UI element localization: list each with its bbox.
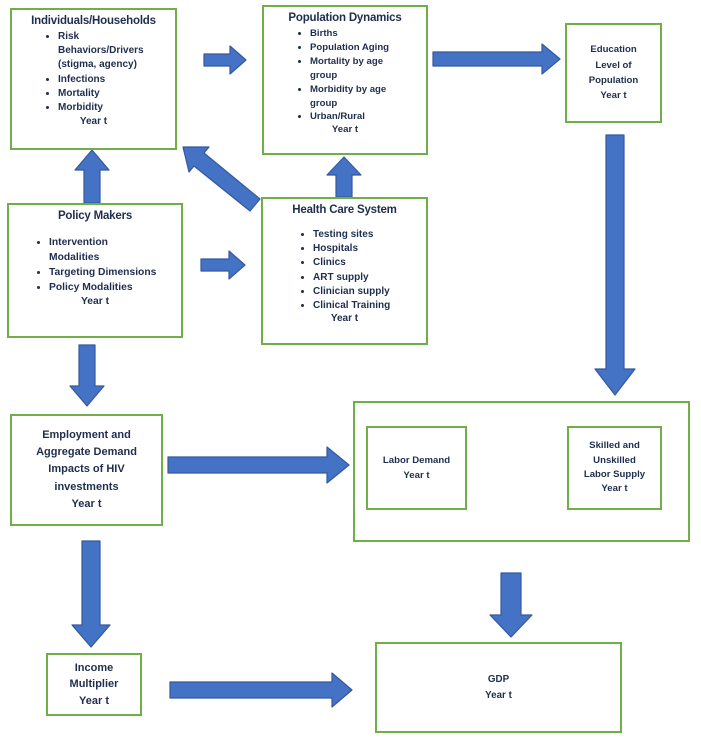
population-bullet-list: Births Population Aging Mortality by age… <box>264 27 426 124</box>
arrow-policy-to-healthcare <box>200 250 246 280</box>
year-label: Year t <box>80 295 110 307</box>
labor-demand-box: Labor Demand Year t <box>366 426 467 510</box>
population-dynamics-box: Population Dynamics Births Population Ag… <box>262 5 428 155</box>
labor-supply-line: Unskilled <box>593 454 636 466</box>
education-level-box: Education Level of Population Year t <box>565 23 662 123</box>
arrow-healthcare-to-individuals <box>182 146 261 212</box>
labor-supply-line: Skilled and <box>589 440 640 452</box>
individuals-households-box: Individuals/Households Risk Behaviors/Dr… <box>10 8 177 150</box>
bullet-item: Intervention Modalities <box>49 236 159 266</box>
arrow-population-to-education <box>432 43 561 75</box>
arrow-policy-to-employment <box>69 344 105 407</box>
education-line: Population <box>588 75 639 86</box>
individuals-households-title: Individuals/Households <box>31 15 156 27</box>
bullet-item: ART supply <box>313 271 418 285</box>
employment-line: Impacts of HIV <box>48 463 125 476</box>
bullet-item: Urban/Rural <box>310 110 408 124</box>
income-multiplier-box: Income Multiplier Year t <box>46 653 142 716</box>
labor-supply-box: Skilled and Unskilled Labor Supply Year … <box>567 426 662 510</box>
employment-line: Employment and <box>42 429 131 442</box>
policy-makers-title: Policy Makers <box>57 210 133 222</box>
bullet-item: Mortality <box>58 87 151 101</box>
gdp-box: GDP Year t <box>375 642 622 733</box>
bullet-item: Mortality by age group <box>310 55 408 83</box>
income-line: Income <box>74 661 114 674</box>
bullet-item: Births <box>310 27 408 41</box>
bullet-item: Morbidity by age group <box>310 83 408 111</box>
labor-market-container: Labor Demand Year t Skilled and Unskille… <box>353 401 690 542</box>
year-label: Year t <box>485 689 512 701</box>
year-label: Year t <box>601 483 628 495</box>
arrow-individuals-to-population <box>203 45 247 75</box>
policy-makers-box: Policy Makers Intervention Modalities Ta… <box>7 203 183 338</box>
bullet-item: Clinical Training <box>313 299 418 313</box>
employment-line: investments <box>54 480 119 493</box>
income-line: Multiplier <box>69 678 119 691</box>
arrow-policy-to-individuals <box>74 149 110 204</box>
bullet-item: Population Aging <box>310 41 408 55</box>
year-label: Year t <box>79 116 108 128</box>
bullet-item: Hospitals <box>313 242 418 256</box>
healthcare-bullet-list: Testing sites Hospitals Clinics ART supp… <box>263 228 426 313</box>
employment-aggregate-demand-box: Employment and Aggregate Demand Impacts … <box>10 414 163 526</box>
bullet-item: Clinics <box>313 256 418 270</box>
year-label: Year t <box>71 497 102 510</box>
employment-line: Aggregate Demand <box>36 446 137 459</box>
bullet-item: Targeting Dimensions <box>49 266 159 281</box>
bullet-item: Risk Behaviors/Drivers (stigma, agency) <box>58 30 151 73</box>
year-label: Year t <box>600 90 627 102</box>
bullet-item: Testing sites <box>313 228 418 242</box>
population-dynamics-title: Population Dynamics <box>288 12 402 24</box>
bullet-item: Policy Modalities <box>49 281 159 296</box>
arrow-labor-to-gdp <box>489 572 533 638</box>
year-label: Year t <box>403 470 430 481</box>
year-label: Year t <box>331 124 359 136</box>
labor-demand-line: Labor Demand <box>382 454 451 466</box>
arrow-employment-to-labor <box>167 446 350 484</box>
year-label: Year t <box>330 313 359 325</box>
education-line: Education <box>590 44 637 56</box>
year-label: Year t <box>79 694 109 707</box>
bullet-item: Infections <box>58 73 151 87</box>
labor-supply-line: Labor Supply <box>583 469 646 480</box>
health-care-system-title: Health Care System <box>292 204 397 216</box>
health-care-system-box: Health Care System Testing sites Hospita… <box>261 197 428 345</box>
arrow-income-to-gdp <box>169 672 353 708</box>
arrow-healthcare-to-population <box>326 156 362 198</box>
policy-bullet-list: Intervention Modalities Targeting Dimens… <box>9 236 181 296</box>
individuals-bullet-list: Risk Behaviors/Drivers (stigma, agency) … <box>12 30 175 115</box>
gdp-line: GDP <box>487 673 510 685</box>
bullet-item: Morbidity <box>58 101 151 115</box>
bullet-item: Clinician supply <box>313 285 418 299</box>
arrow-employment-to-income <box>71 540 111 648</box>
arrow-education-to-labor <box>594 134 636 396</box>
education-line: Level of <box>595 59 632 71</box>
